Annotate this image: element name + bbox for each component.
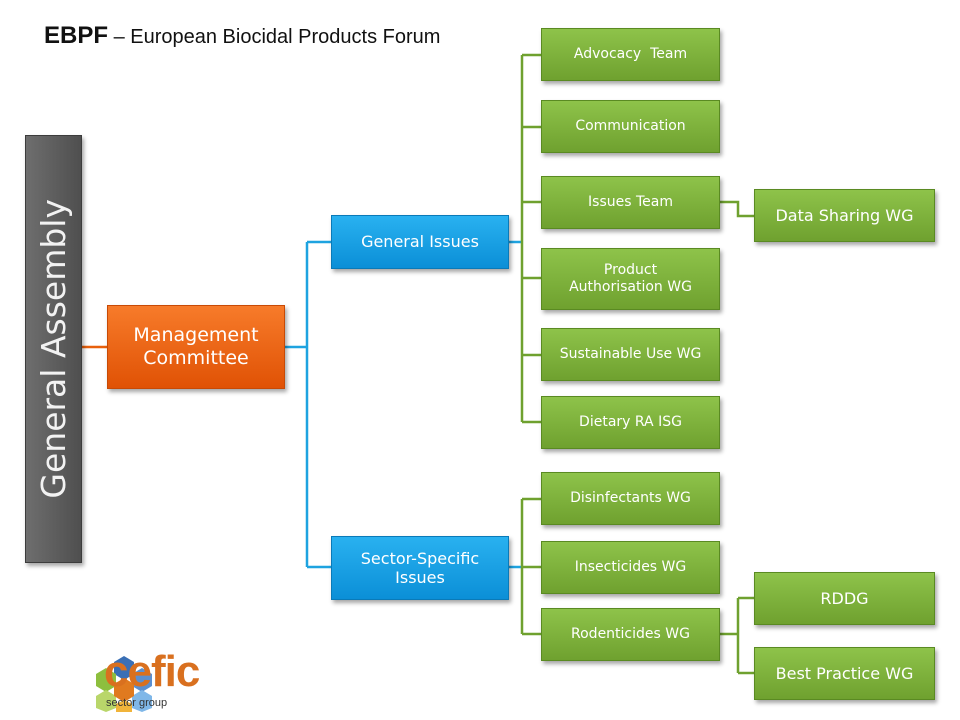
dietary-ra-label: Dietary RA ISG bbox=[579, 414, 682, 431]
sector-specific-issues-label: Sector-Specific Issues bbox=[360, 548, 480, 587]
data-sharing-box: Data Sharing WG bbox=[754, 189, 935, 242]
rddg-label: RDDG bbox=[820, 588, 869, 608]
cefic-sub-text: sector group bbox=[106, 697, 168, 709]
product-authorisation-box: Product Authorisation WG bbox=[541, 248, 720, 310]
management-committee-box: Management Committee bbox=[107, 305, 285, 389]
disinfectants-box: Disinfectants WG bbox=[541, 472, 720, 525]
general-assembly-label: General Assembly bbox=[33, 199, 73, 499]
rddg-box: RDDG bbox=[754, 572, 935, 625]
advocacy-team-label: Advocacy Team bbox=[573, 46, 688, 63]
advocacy-team-box: Advocacy Team bbox=[541, 28, 720, 81]
page-title: EBPF – European Biocidal Products Forum bbox=[44, 22, 441, 49]
sector-specific-issues-box: Sector-Specific Issues bbox=[331, 536, 509, 600]
insecticides-label: Insecticides WG bbox=[574, 559, 687, 576]
dietary-ra-box: Dietary RA ISG bbox=[541, 396, 720, 449]
best-practice-box: Best Practice WG bbox=[754, 647, 935, 700]
cefic-logo-icon bbox=[96, 656, 152, 712]
rodenticides-label: Rodenticides WG bbox=[571, 626, 690, 643]
general-issues-box: General Issues bbox=[331, 215, 509, 269]
general-issues-label: General Issues bbox=[361, 232, 479, 252]
issues-team-label: Issues Team bbox=[588, 194, 673, 211]
product-authorisation-label: Product Authorisation WG bbox=[569, 262, 692, 295]
cefic-brand-text: cefic bbox=[104, 647, 200, 696]
communication-box: Communication bbox=[541, 100, 720, 153]
issues-team-box: Issues Team bbox=[541, 176, 720, 229]
sustainable-use-box: Sustainable Use WG bbox=[541, 328, 720, 381]
best-practice-label: Best Practice WG bbox=[775, 663, 914, 683]
general-assembly-box: General Assembly bbox=[25, 135, 82, 563]
insecticides-box: Insecticides WG bbox=[541, 541, 720, 594]
management-committee-label: Management Committee bbox=[133, 324, 259, 369]
communication-label: Communication bbox=[575, 118, 686, 135]
data-sharing-label: Data Sharing WG bbox=[775, 205, 914, 225]
disinfectants-label: Disinfectants WG bbox=[570, 490, 691, 507]
rodenticides-box: Rodenticides WG bbox=[541, 608, 720, 661]
sustainable-use-label: Sustainable Use WG bbox=[559, 346, 702, 363]
connector-data-sharing bbox=[720, 200, 754, 218]
